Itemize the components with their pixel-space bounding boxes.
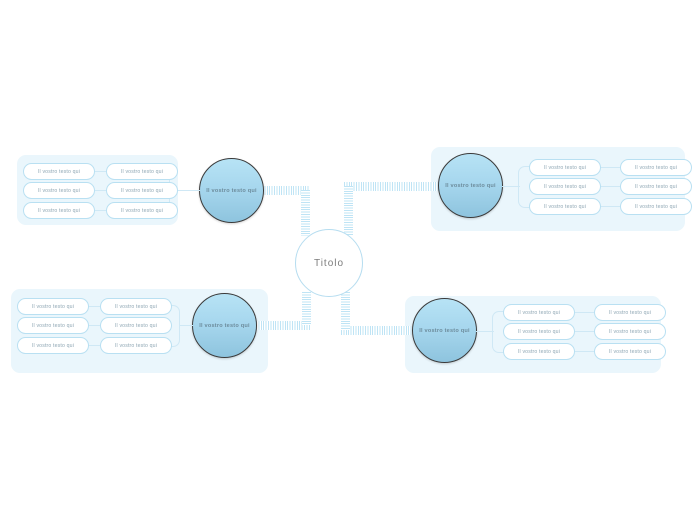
link-bottom-right-3 (575, 351, 595, 352)
node-bottom-right-inner-3[interactable]: Il vostro testo qui (503, 343, 575, 360)
node-label: Il vostro testo qui (37, 168, 81, 175)
node-label: Il vostro testo qui (543, 203, 587, 210)
node-bottom-right-inner-2[interactable]: Il vostro testo qui (503, 323, 575, 340)
center-node-label: Titolo (313, 257, 345, 269)
branch-circle-label: Il vostro testo qui (445, 182, 496, 189)
node-bottom-left-outer-1[interactable]: Il vostro testo qui (17, 298, 89, 315)
ribbon-center-bottom-left-rise (302, 292, 311, 325)
node-top-left-outer-1[interactable]: Il vostro testo qui (23, 163, 95, 180)
branch-circle-label: Il vostro testo qui (419, 327, 470, 334)
link-top-left-3 (84, 210, 106, 211)
node-label: Il vostro testo qui (114, 303, 158, 310)
branch-circle-bottom-right[interactable]: Il vostro testo qui (412, 298, 477, 363)
bracket-bottom-left (168, 305, 180, 347)
node-bottom-right-inner-1[interactable]: Il vostro testo qui (503, 304, 575, 321)
ribbon-center-top-left (262, 186, 310, 195)
node-top-right-inner-1[interactable]: Il vostro testo qui (529, 159, 601, 176)
branch-circle-label: Il vostro testo qui (206, 187, 257, 194)
node-bottom-left-inner-1[interactable]: Il vostro testo qui (100, 298, 172, 315)
node-label: Il vostro testo qui (31, 342, 75, 349)
node-label: Il vostro testo qui (543, 164, 587, 171)
node-bottom-left-inner-2[interactable]: Il vostro testo qui (100, 317, 172, 334)
link-top-left-1 (84, 171, 106, 172)
branch-circle-top-left[interactable]: Il vostro testo qui (199, 158, 264, 223)
node-top-right-outer-1[interactable]: Il vostro testo qui (620, 159, 692, 176)
node-label: Il vostro testo qui (634, 164, 678, 171)
node-label: Il vostro testo qui (37, 207, 81, 214)
center-node[interactable]: Titolo (295, 229, 363, 297)
node-label: Il vostro testo qui (114, 322, 158, 329)
node-label: Il vostro testo qui (37, 187, 81, 194)
bracket-top-right (518, 166, 530, 208)
node-top-right-inner-3[interactable]: Il vostro testo qui (529, 198, 601, 215)
node-label: Il vostro testo qui (114, 342, 158, 349)
node-bottom-left-outer-2[interactable]: Il vostro testo qui (17, 317, 89, 334)
link-top-right-3 (601, 206, 621, 207)
node-top-left-inner-2[interactable]: Il vostro testo qui (106, 182, 178, 199)
link-bottom-right-1 (575, 312, 595, 313)
link-bottom-left-1 (78, 306, 100, 307)
node-label: Il vostro testo qui (517, 348, 561, 355)
link-bottom-left-3 (78, 345, 100, 346)
node-bottom-left-inner-3[interactable]: Il vostro testo qui (100, 337, 172, 354)
link-top-right-2 (601, 186, 621, 187)
node-top-left-outer-3[interactable]: Il vostro testo qui (23, 202, 95, 219)
bracket-stem-bottom-right (476, 331, 494, 332)
ribbon-center-bottom-right-rise (341, 292, 350, 330)
node-bottom-right-outer-1[interactable]: Il vostro testo qui (594, 304, 666, 321)
node-bottom-left-outer-3[interactable]: Il vostro testo qui (17, 337, 89, 354)
node-label: Il vostro testo qui (31, 303, 75, 310)
node-top-left-inner-3[interactable]: Il vostro testo qui (106, 202, 178, 219)
node-label: Il vostro testo qui (31, 322, 75, 329)
node-top-left-inner-1[interactable]: Il vostro testo qui (106, 163, 178, 180)
bracket-stem-bottom-left (179, 325, 193, 326)
node-top-right-inner-2[interactable]: Il vostro testo qui (529, 178, 601, 195)
branch-circle-top-right[interactable]: Il vostro testo qui (438, 153, 503, 218)
branch-circle-bottom-left[interactable]: Il vostro testo qui (192, 293, 257, 358)
link-top-right-1 (601, 167, 621, 168)
node-label: Il vostro testo qui (517, 309, 561, 316)
node-top-right-outer-2[interactable]: Il vostro testo qui (620, 178, 692, 195)
node-top-left-outer-2[interactable]: Il vostro testo qui (23, 182, 95, 199)
node-label: Il vostro testo qui (120, 168, 164, 175)
node-bottom-right-outer-3[interactable]: Il vostro testo qui (594, 343, 666, 360)
node-label: Il vostro testo qui (634, 203, 678, 210)
node-label: Il vostro testo qui (608, 348, 652, 355)
bracket-bottom-right (492, 311, 504, 353)
node-label: Il vostro testo qui (634, 183, 678, 190)
node-bottom-right-outer-2[interactable]: Il vostro testo qui (594, 323, 666, 340)
node-label: Il vostro testo qui (608, 328, 652, 335)
node-label: Il vostro testo qui (120, 187, 164, 194)
ribbon-center-bottom-right (341, 326, 416, 335)
ribbon-center-bottom-left (256, 321, 311, 330)
ribbon-center-top-right-drop (344, 186, 353, 236)
ribbon-center-top-right (344, 182, 439, 191)
link-top-left-2 (84, 190, 106, 191)
ribbon-center-top-left-drop (301, 190, 310, 236)
link-bottom-right-2 (575, 331, 595, 332)
node-label: Il vostro testo qui (543, 183, 587, 190)
node-label: Il vostro testo qui (608, 309, 652, 316)
branch-circle-label: Il vostro testo qui (199, 322, 250, 329)
node-label: Il vostro testo qui (517, 328, 561, 335)
node-top-right-outer-3[interactable]: Il vostro testo qui (620, 198, 692, 215)
bracket-stem-top-left (169, 190, 200, 191)
link-bottom-left-2 (78, 325, 100, 326)
node-label: Il vostro testo qui (120, 207, 164, 214)
bracket-stem-top-right (502, 186, 520, 187)
